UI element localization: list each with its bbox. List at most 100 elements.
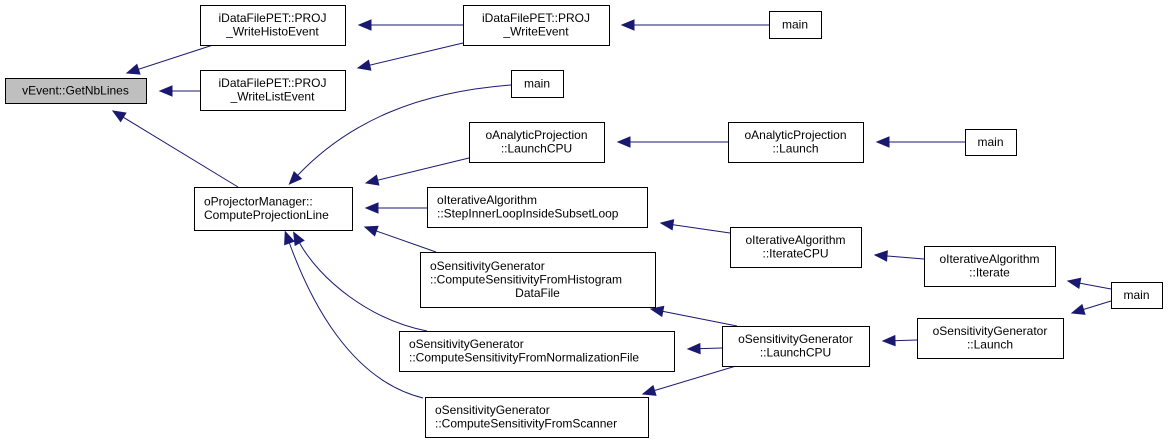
arrowhead-icon <box>357 19 372 31</box>
node-label: iDataFilePET::PROJ <box>218 11 326 25</box>
node-label: main <box>524 76 550 90</box>
node-label: iDataFilePET::PROJ <box>482 11 590 25</box>
edge-line <box>650 308 738 327</box>
node-writeList[interactable]: iDataFilePET::PROJ_WriteListEvent <box>200 70 346 111</box>
node-box[interactable] <box>469 122 605 163</box>
node-sensScanner[interactable]: oSensitivityGenerator::ComputeSensitivit… <box>425 397 649 438</box>
node-label: ::LaunchCPU <box>501 142 572 156</box>
edge-writeHisto-to-root <box>125 44 214 75</box>
arrowhead-icon <box>364 202 379 214</box>
arrowhead-icon <box>364 174 380 186</box>
node-label: oSensitivityGenerator <box>738 332 853 346</box>
edge-line <box>365 157 470 184</box>
edge-line <box>296 84 512 177</box>
node-box[interactable] <box>200 5 346 46</box>
node-label: _WriteHistoEvent <box>225 25 319 39</box>
node-main3[interactable]: main <box>965 129 1017 156</box>
nodes-layer: vEvent::GetNbLinesiDataFilePET::PROJ_Wri… <box>5 5 1163 438</box>
node-label: oIterativeAlgorithm <box>939 252 1039 266</box>
edges-layer <box>111 19 1112 399</box>
edge-line <box>642 365 737 395</box>
edge-main3-to-anaLaunch <box>875 136 965 148</box>
node-label: oIterativeAlgorithm <box>437 193 537 207</box>
node-box[interactable] <box>420 252 656 308</box>
node-box[interactable] <box>425 397 649 438</box>
node-box[interactable] <box>399 331 675 372</box>
arrowhead-icon <box>686 342 701 355</box>
node-box[interactable] <box>730 227 862 268</box>
node-box[interactable] <box>917 318 1064 359</box>
node-projLine[interactable]: oProjectorManager::ComputeProjectionLine <box>194 187 353 231</box>
node-iterate[interactable]: oIterativeAlgorithm::Iterate <box>924 246 1056 287</box>
edge-line <box>298 241 428 332</box>
node-label: ::LaunchCPU <box>760 346 831 360</box>
node-sensHisto[interactable]: oSensitivityGenerator::ComputeSensitivit… <box>420 252 656 308</box>
node-label: ::Launch <box>967 338 1013 352</box>
root-node-box[interactable] <box>5 78 147 104</box>
node-box[interactable] <box>965 129 1017 156</box>
edge-stepInner-to-projLine <box>364 202 427 214</box>
arrowhead-icon <box>649 305 665 318</box>
node-sensLaunch[interactable]: oSensitivityGenerator::Launch <box>917 318 1064 359</box>
node-label: oSensitivityGenerator <box>435 403 550 417</box>
node-sensNorm[interactable]: oSensitivityGenerator::ComputeSensitivit… <box>399 331 675 372</box>
node-label: oIterativeAlgorithm <box>745 233 845 247</box>
node-label: oSensitivityGenerator <box>409 337 524 351</box>
node-label: oSensitivityGenerator <box>933 324 1048 338</box>
node-box[interactable] <box>200 70 346 111</box>
node-box[interactable] <box>463 5 610 46</box>
node-stepInner[interactable]: oIterativeAlgorithm::StepInnerLoopInside… <box>427 187 648 228</box>
node-box[interactable] <box>924 246 1056 287</box>
node-root[interactable]: vEvent::GetNbLines <box>5 78 147 104</box>
node-box[interactable] <box>194 187 353 231</box>
arrowhead-icon <box>288 170 303 185</box>
node-box[interactable] <box>722 326 870 367</box>
node-label: DataFile <box>515 286 560 300</box>
node-label: oAnalyticProjection <box>485 128 587 142</box>
edge-main1-to-writeEvent <box>620 19 769 31</box>
edge-iterate-to-iterateCPU <box>873 250 925 262</box>
node-writeHisto[interactable]: iDataFilePET::PROJ_WriteHistoEvent <box>200 5 346 46</box>
edge-writeEvent-to-writeList <box>356 42 464 71</box>
edge-iterateCPU-to-stepInner <box>659 219 731 234</box>
node-label: oAnalyticProjection <box>744 128 846 142</box>
edge-projLine-to-root <box>111 110 239 188</box>
arrowhead-icon <box>1070 303 1086 315</box>
edge-main2-to-projLine <box>288 84 512 185</box>
node-box[interactable] <box>511 70 564 98</box>
arrowhead-icon <box>158 85 173 97</box>
node-label: iDataFilePET::PROJ <box>218 76 326 90</box>
edge-line <box>112 110 239 188</box>
node-label: ::Iterate <box>969 266 1010 280</box>
node-anaLaunch[interactable]: oAnalyticProjection::Launch <box>728 122 864 163</box>
node-label: _WriteListEvent <box>230 90 315 104</box>
arrowhead-icon <box>659 219 675 231</box>
edge-anaLaunchCPU-to-projLine <box>364 157 470 186</box>
node-box[interactable] <box>427 187 648 228</box>
node-sensLaunchCPU[interactable]: oSensitivityGenerator::LaunchCPU <box>722 326 870 367</box>
node-main4[interactable]: main <box>1111 282 1163 309</box>
arrowhead-icon <box>641 384 657 396</box>
edge-main4-to-iterate <box>1066 277 1112 290</box>
arrowhead-icon <box>293 231 305 247</box>
node-label: ::ComputeSensitivityFromScanner <box>435 417 617 431</box>
arrowhead-icon <box>363 225 379 237</box>
arrowhead-icon <box>125 63 141 75</box>
node-main2[interactable]: main <box>511 70 564 98</box>
node-label: ::Launch <box>772 142 818 156</box>
edge-sensLaunchCPU-to-sensNorm <box>686 342 723 355</box>
node-iterateCPU[interactable]: oIterativeAlgorithm::IterateCPU <box>730 227 862 268</box>
edge-anaLaunch-to-anaLaunchCPU <box>616 136 728 148</box>
node-anaLaunchCPU[interactable]: oAnalyticProjection::LaunchCPU <box>469 122 605 163</box>
arrowhead-icon <box>620 19 635 31</box>
node-box[interactable] <box>769 11 822 39</box>
node-writeEvent[interactable]: iDataFilePET::PROJ_WriteEvent <box>463 5 610 46</box>
node-label: main <box>1123 288 1149 302</box>
node-box[interactable] <box>1111 282 1163 309</box>
node-main1[interactable]: main <box>769 11 822 39</box>
edge-sensLaunch-to-sensLaunchCPU <box>881 334 918 347</box>
node-box[interactable] <box>728 122 864 163</box>
edge-sensScanner-to-projLine <box>284 230 424 399</box>
node-label: ::ComputeSensitivityFromNormalizationFil… <box>409 351 639 365</box>
